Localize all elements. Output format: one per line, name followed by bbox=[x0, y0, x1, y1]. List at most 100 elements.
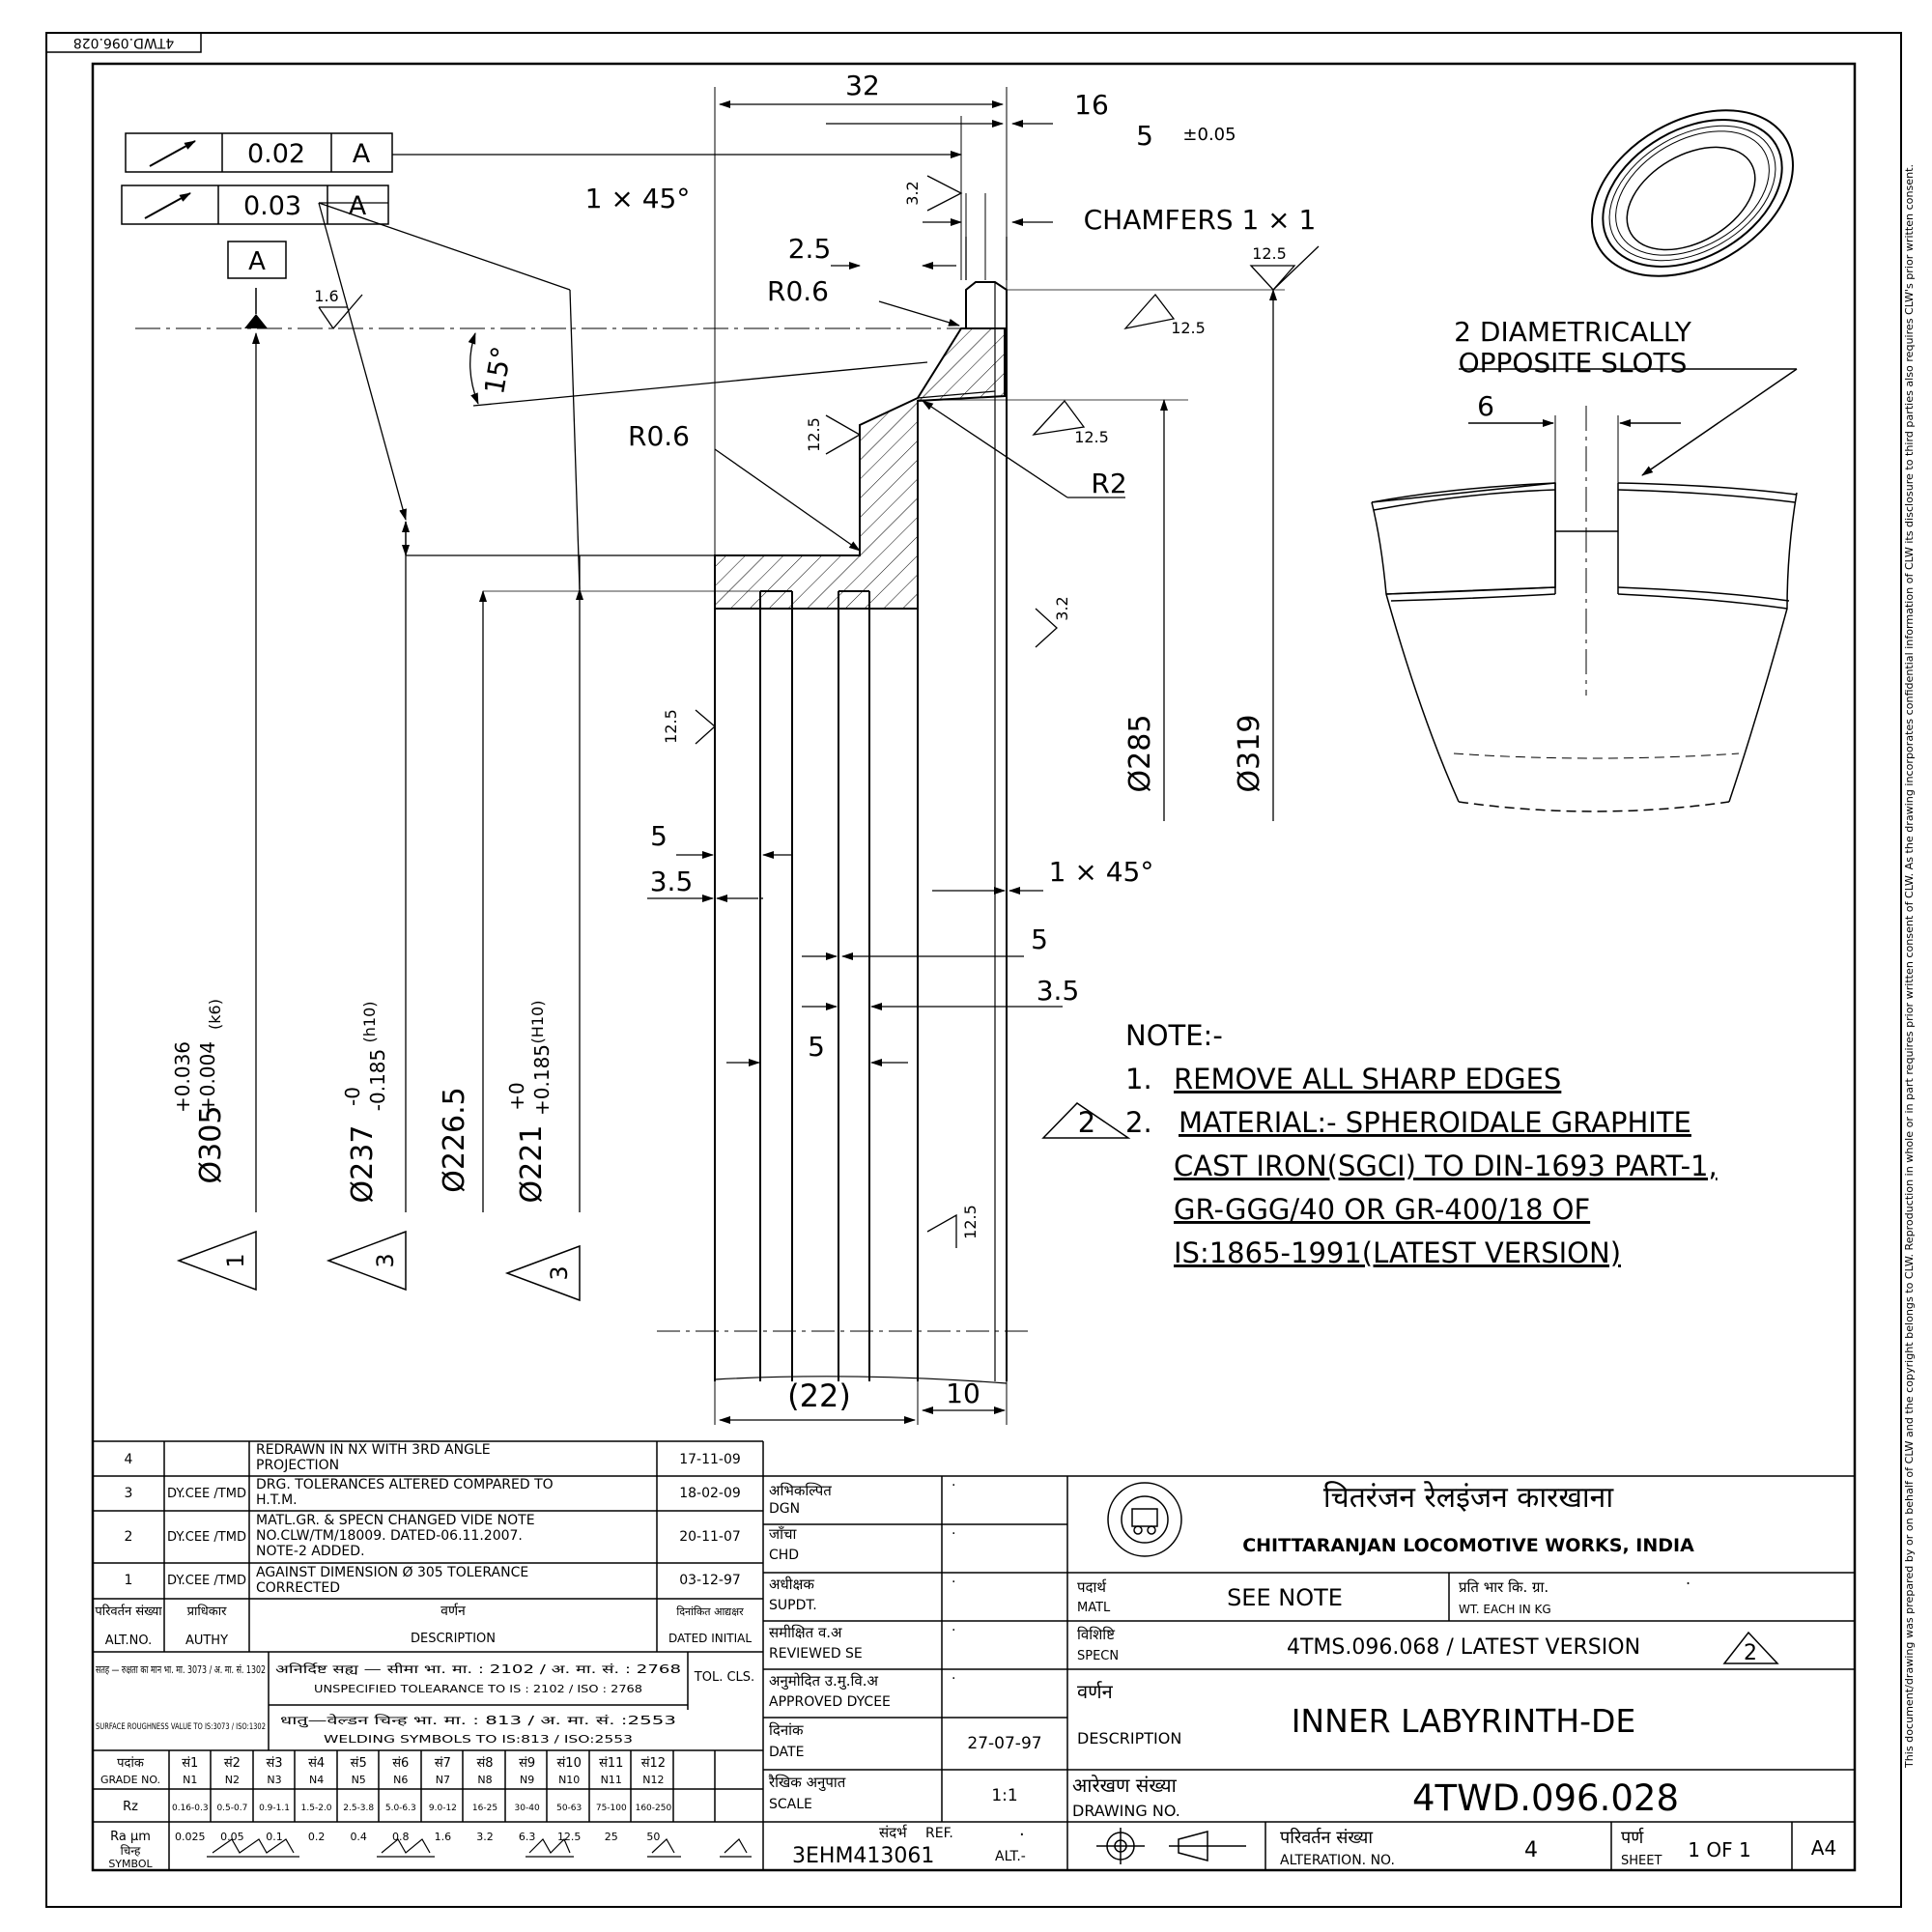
svg-text:SUPDT.: SUPDT. bbox=[769, 1598, 817, 1613]
svg-text:MATERIAL:- SPHEROIDALE GRAPHIT: MATERIAL:- SPHEROIDALE GRAPHITE bbox=[1179, 1106, 1691, 1139]
grade-cell-hi: सं7 bbox=[435, 1756, 451, 1771]
svg-text:SEE NOTE: SEE NOTE bbox=[1227, 1584, 1343, 1611]
title-block-grid bbox=[92, 1440, 1855, 1870]
svg-text:DGN: DGN bbox=[769, 1501, 800, 1517]
grade-cell-rz: 50-63 bbox=[556, 1804, 582, 1813]
svg-text:PROJECTION: PROJECTION bbox=[256, 1458, 339, 1473]
svg-text:3.2: 3.2 bbox=[1053, 596, 1071, 620]
svg-text:Ra μm: Ra μm bbox=[110, 1830, 151, 1844]
svg-text:IS:1865-1991(LATEST VERSION): IS:1865-1991(LATEST VERSION) bbox=[1174, 1236, 1621, 1269]
dim-2-5: 2.5 bbox=[788, 233, 832, 265]
rev-triangle-3a bbox=[326, 1230, 407, 1292]
grade-cell-n: N12 bbox=[642, 1774, 664, 1786]
org-name-hindi: चितरंजन रेलइंजन कारखाना bbox=[1323, 1481, 1614, 1515]
svg-text:TOL. CLS.: TOL. CLS. bbox=[694, 1670, 754, 1685]
svg-text:.: . bbox=[952, 1619, 955, 1634]
svg-text:DRAWING NO.: DRAWING NO. bbox=[1072, 1802, 1180, 1820]
grade-cell-n: N10 bbox=[558, 1774, 580, 1786]
svg-text:MATL: MATL bbox=[1077, 1601, 1111, 1615]
section-hatch bbox=[714, 327, 1006, 610]
slot-width: 6 bbox=[1477, 390, 1494, 422]
svg-text:SURFACE ROUGHNESS VALUE TO IS:: SURFACE ROUGHNESS VALUE TO IS:3073 / ISO… bbox=[96, 1722, 266, 1732]
grade-cell-hi: सं4 bbox=[308, 1756, 325, 1771]
org-name: CHITTARANJAN LOCOMOTIVE WORKS, INDIA bbox=[1242, 1535, 1694, 1556]
svg-text:1: 1 bbox=[222, 1253, 249, 1267]
grade-cell-n: N4 bbox=[309, 1774, 324, 1786]
svg-text:SHEET: SHEET bbox=[1621, 1854, 1662, 1868]
dim-dia305: Ø305 bbox=[194, 1106, 228, 1184]
rev-triangle-3b bbox=[504, 1244, 581, 1302]
dim-r0-6-mid: R0.6 bbox=[628, 420, 690, 452]
grade-cell-rz: 0.16-0.3 bbox=[172, 1804, 209, 1813]
grade-cell-n: N6 bbox=[393, 1774, 408, 1786]
svg-text:.: . bbox=[952, 1522, 955, 1538]
svg-text:-0: -0 bbox=[341, 1087, 364, 1106]
grade-cell-ra: 0.2 bbox=[308, 1831, 326, 1843]
dim-5-b: 5 bbox=[1031, 923, 1048, 955]
spec-value: 4TMS.096.068 / LATEST VERSION bbox=[1287, 1635, 1640, 1660]
svg-text:चिन्ह: चिन्ह bbox=[121, 1844, 141, 1858]
grade-cell-hi: सं11 bbox=[599, 1756, 623, 1771]
svg-text:SCALE: SCALE bbox=[769, 1797, 812, 1812]
slot-label-1: 2 DIAMETRICALLY bbox=[1454, 316, 1692, 348]
svg-text:.: . bbox=[952, 1474, 955, 1490]
svg-text:APPROVED DYCEE: APPROVED DYCEE bbox=[769, 1694, 891, 1710]
dim-chamfer-top: 1 × 45° bbox=[585, 183, 691, 214]
svg-text:H.T.M.: H.T.M. bbox=[256, 1492, 298, 1508]
svg-text:(H10): (H10) bbox=[528, 1001, 547, 1044]
svg-text:SYMBOL: SYMBOL bbox=[108, 1858, 153, 1870]
svg-text:CORRECTED: CORRECTED bbox=[256, 1580, 340, 1596]
svg-text:ALT.-: ALT.- bbox=[995, 1849, 1026, 1864]
svg-text:जाँचा: जाँचा bbox=[769, 1525, 798, 1543]
svg-text:Rz: Rz bbox=[123, 1800, 138, 1814]
grade-cell-hi: सं6 bbox=[392, 1756, 409, 1771]
svg-text:पर्ण: पर्ण bbox=[1621, 1827, 1644, 1848]
svg-text:2: 2 bbox=[1078, 1106, 1095, 1139]
svg-text:(h10): (h10) bbox=[360, 1002, 379, 1043]
svg-text:REMOVE ALL SHARP EDGES: REMOVE ALL SHARP EDGES bbox=[1174, 1063, 1561, 1095]
datum-triangle bbox=[244, 314, 268, 328]
svg-text:विशिष्टि: विशिष्टि bbox=[1077, 1626, 1115, 1643]
svg-text:12.5: 12.5 bbox=[1252, 244, 1287, 263]
break-line bbox=[714, 1376, 1008, 1384]
svg-text:रैखिक अनुपात: रैखिक अनुपात bbox=[768, 1774, 846, 1792]
svg-text:ALTERATION. NO.: ALTERATION. NO. bbox=[1280, 1853, 1395, 1868]
svg-text:वर्णन: वर्णन bbox=[1077, 1680, 1114, 1703]
svg-text:सतह — रुक्षता का मान भा. मा. 3: सतह — रुक्षता का मान भा. मा. 3073 / अ. म… bbox=[96, 1663, 266, 1676]
svg-text:REDRAWN IN NX WITH 3RD ANGLE: REDRAWN IN NX WITH 3RD ANGLE bbox=[256, 1442, 491, 1458]
corner-ref: 4TWD.096.028 bbox=[73, 35, 174, 50]
svg-text:दिनांक: दिनांक bbox=[769, 1721, 804, 1739]
indian-railways-logo bbox=[1107, 1482, 1182, 1557]
svg-text:WT. EACH IN KG: WT. EACH IN KG bbox=[1459, 1603, 1551, 1616]
svg-text:1.: 1. bbox=[1125, 1063, 1152, 1095]
svg-text:प्रति भार कि. ग्रा.: प्रति भार कि. ग्रा. bbox=[1459, 1578, 1548, 1596]
svg-text:.: . bbox=[952, 1667, 955, 1683]
svg-text:DATED INITIAL: DATED INITIAL bbox=[668, 1632, 752, 1645]
grade-cell-hi: सं10 bbox=[557, 1756, 582, 1771]
grade-cell-n: N8 bbox=[477, 1774, 492, 1786]
grade-cell-rz: 5.0-6.3 bbox=[385, 1804, 416, 1813]
dim-16: 16 bbox=[1074, 89, 1109, 121]
part-title: INNER LABYRINTH-DE bbox=[1292, 1702, 1636, 1740]
grade-cell-rz: 1.5-2.0 bbox=[301, 1804, 332, 1813]
svg-text:12.5: 12.5 bbox=[1074, 428, 1109, 446]
svg-text:अनुमोदित उ.मु.वि.अ: अनुमोदित उ.मु.वि.अ bbox=[769, 1672, 879, 1690]
rev-row: 2 bbox=[125, 1529, 133, 1545]
dim-22: (22) bbox=[787, 1378, 851, 1414]
grade-cell-ra: 0.05 bbox=[220, 1831, 244, 1843]
third-angle-projection-icon bbox=[1096, 1828, 1246, 1864]
grade-cell-hi: सं5 bbox=[351, 1756, 367, 1771]
svg-text:अनिर्दिष्ट सह्य — सीमा भा. मा.: अनिर्दिष्ट सह्य — सीमा भा. मा. : 2102 / … bbox=[275, 1662, 681, 1676]
section-view bbox=[657, 281, 1034, 1384]
dim-5-tol: ±0.05 bbox=[1182, 125, 1236, 145]
grade-cell-n: N3 bbox=[267, 1774, 281, 1786]
svg-text:12.5: 12.5 bbox=[805, 417, 823, 452]
slot-label-2: OPPOSITE SLOTS bbox=[1459, 347, 1688, 379]
svg-text:SPECN: SPECN bbox=[1077, 1649, 1119, 1663]
grade-cell-hi: सं8 bbox=[476, 1756, 493, 1771]
dim-15deg: 15° bbox=[478, 344, 518, 397]
grade-cell-ra: 3.2 bbox=[476, 1831, 494, 1843]
svg-text:CHD: CHD bbox=[769, 1548, 799, 1563]
svg-text:NOTE:-: NOTE:- bbox=[1125, 1019, 1223, 1052]
